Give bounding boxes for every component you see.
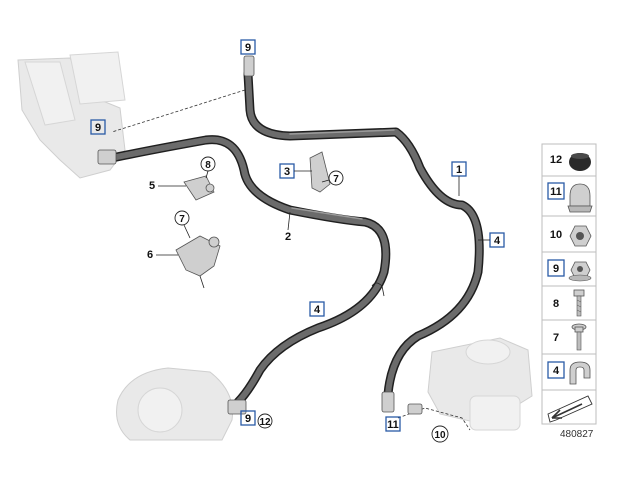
svg-text:10: 10 (434, 430, 446, 441)
cap-nut-icon (567, 183, 593, 213)
bolt-icon (573, 289, 585, 317)
svg-text:6: 6 (147, 249, 153, 261)
svg-text:8: 8 (553, 298, 559, 310)
bolt-washer-icon (571, 323, 587, 351)
svg-text:9: 9 (245, 413, 251, 425)
parts-panel-row-8: 8 (541, 285, 597, 321)
svg-text:3: 3 (284, 166, 290, 178)
svg-text:9: 9 (245, 42, 251, 54)
callout-1: 1 (451, 161, 467, 196)
svg-text:4: 4 (553, 365, 560, 377)
callout-5: 5 (149, 180, 186, 192)
terminal-bottom-right (381, 391, 423, 415)
terminal-bottom-left (227, 399, 247, 415)
parts-panel-row-4: 4 (541, 353, 597, 391)
svg-text:11: 11 (550, 186, 562, 198)
callout-7b: 7 (174, 210, 191, 239)
parts-panel: 12 11 10 9 (541, 143, 597, 425)
svg-text:7: 7 (333, 174, 339, 185)
callout-10: 10 (431, 425, 449, 443)
svg-text:4: 4 (314, 304, 321, 316)
callout-8: 8 (200, 156, 216, 179)
parts-panel-row-12: 12 (541, 143, 597, 177)
parts-panel-row-7: 7 (541, 319, 597, 355)
parts-panel-row-arrow (541, 389, 597, 425)
svg-text:1: 1 (456, 164, 462, 176)
bracket-3 (309, 151, 331, 193)
dash-line-bottom (397, 407, 471, 431)
svg-text:9: 9 (95, 122, 101, 134)
callout-9a: 9 (240, 39, 256, 55)
callout-3: 3 (279, 163, 312, 179)
svg-text:11: 11 (387, 419, 399, 431)
cable-2 (107, 135, 391, 407)
dash-line-top (111, 89, 246, 133)
callout-11: 11 (385, 416, 401, 432)
terminal-top (243, 55, 255, 77)
cap-icon (569, 153, 591, 171)
svg-text:12: 12 (550, 154, 562, 166)
direction-arrow-icon (547, 395, 593, 423)
alternator-ghost (116, 367, 234, 441)
svg-text:5: 5 (149, 180, 155, 192)
battery-distribution-box-ghost (17, 51, 126, 179)
callout-4b: 4 (309, 301, 325, 317)
callout-9c: 9 (240, 410, 256, 426)
callout-2: 2 (285, 211, 291, 243)
callout-12: 12 (257, 413, 273, 429)
terminal-left (97, 149, 117, 165)
callout-6: 6 (147, 249, 178, 261)
cable-clip-icon (569, 361, 591, 385)
svg-text:2: 2 (285, 231, 291, 243)
reference-number: 480827 (560, 429, 594, 440)
callout-4a: 4 (478, 232, 505, 248)
callout-9b: 9 (90, 119, 106, 135)
parts-panel-row-10: 10 (541, 215, 597, 253)
svg-text:9: 9 (553, 263, 559, 275)
callout-7a: 7 (321, 170, 344, 186)
svg-text:12: 12 (259, 417, 271, 428)
cable-1 (243, 69, 484, 399)
parts-panel-row-11: 11 (541, 175, 597, 217)
svg-text:10: 10 (550, 229, 562, 241)
svg-text:8: 8 (205, 160, 211, 171)
clip-4 (371, 282, 385, 297)
hex-nut-icon (569, 225, 592, 247)
bracket-6 (175, 235, 221, 289)
collar-nut-icon (568, 261, 592, 282)
svg-text:7: 7 (179, 214, 185, 225)
bracket-5 (183, 175, 215, 201)
svg-text:4: 4 (494, 235, 501, 247)
svg-text:7: 7 (553, 332, 559, 344)
parts-panel-row-9: 9 (541, 251, 597, 287)
starter-motor-ghost (427, 337, 533, 431)
